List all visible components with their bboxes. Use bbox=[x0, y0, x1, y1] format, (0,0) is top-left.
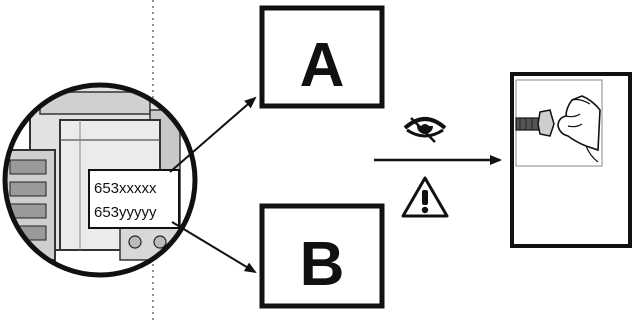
callout-letter-b: B bbox=[300, 230, 345, 299]
tighten-bolt-panel bbox=[510, 72, 632, 248]
arrow-to-box-a bbox=[169, 96, 257, 173]
callout-box-a: A bbox=[259, 5, 385, 109]
callout-letter-a: A bbox=[300, 31, 345, 100]
warning-triangle-icon bbox=[401, 176, 449, 218]
part-number-line-1: 653xxxxx bbox=[94, 180, 157, 197]
callout-box-b: B bbox=[259, 203, 385, 309]
eye-icon bbox=[403, 117, 447, 143]
part-number-label: 653xxxxx 653yyyyy bbox=[88, 169, 180, 229]
arrow-to-box-b bbox=[171, 221, 257, 274]
hand-bolt-tighten-icon bbox=[515, 95, 601, 163]
part-number-line-2: 653yyyyy bbox=[94, 204, 157, 221]
